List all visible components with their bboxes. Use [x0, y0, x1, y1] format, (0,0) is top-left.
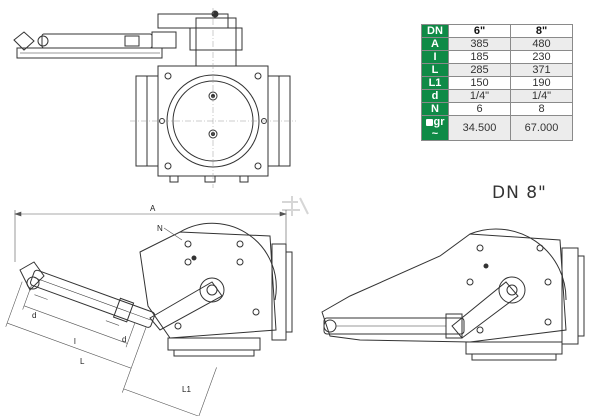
top-view-clevis-pin	[37, 35, 49, 47]
dim-label-d-bottom: d	[122, 335, 126, 344]
spec-key-weight-label: gr ~	[431, 116, 445, 140]
side-left-flange-bottom	[167, 337, 261, 351]
dimension-line-L	[7, 322, 132, 369]
spec-value: 185	[448, 50, 511, 64]
spec-row-L: L 285 371	[421, 63, 573, 77]
dim-label-d-top: d	[32, 311, 36, 320]
spec-header-6in: 6"	[448, 24, 511, 38]
spec-value: 190	[510, 76, 573, 90]
spec-key: d	[421, 89, 449, 103]
side-right-flange-bottom	[465, 341, 563, 355]
spec-key: N	[421, 102, 449, 116]
spec-header-8in: 8"	[510, 24, 573, 38]
spec-table: DN 6" 8" A 385 480 I 185 230 L 285 371 L…	[421, 24, 573, 141]
dimension-lines	[5, 210, 287, 416]
spec-row-A: A 385 480	[421, 37, 573, 51]
side-view-left	[19, 222, 293, 357]
top-view	[13, 8, 296, 188]
spec-row-L1: L1 150 190	[421, 76, 573, 90]
weight-icon	[425, 119, 433, 126]
side-right-pivot	[498, 276, 526, 304]
spec-value: 67.000	[510, 115, 573, 141]
spec-value: 285	[448, 63, 511, 77]
dimension-line-l	[23, 305, 128, 344]
side-view-right	[321, 228, 585, 361]
side-left-body	[139, 231, 277, 339]
side-right-clevis	[323, 319, 337, 333]
spec-key: A	[421, 37, 449, 51]
spec-key-weight: gr ~	[421, 115, 449, 141]
spec-value: 230	[510, 50, 573, 64]
dim-label-L1: L1	[182, 385, 191, 394]
dim-label-L: L	[80, 357, 85, 366]
spec-row-I: I 185 230	[421, 50, 573, 64]
spec-key: L1	[421, 76, 449, 90]
spec-row-weight: gr ~ 34.500 67.000	[421, 115, 573, 141]
dim-label-A: A	[150, 204, 156, 213]
spec-key: I	[421, 50, 449, 64]
side-right-flange-right	[561, 247, 579, 345]
watermark-logo	[282, 196, 309, 216]
spec-row-N: N 6 8	[421, 102, 573, 116]
spec-value: 1/4"	[448, 89, 511, 103]
dim-label-N: N	[157, 224, 163, 233]
spec-table-header: DN 6" 8"	[421, 24, 573, 38]
spec-value: 8	[510, 102, 573, 116]
spec-header-dn: DN	[421, 24, 449, 38]
side-left-lever	[149, 281, 223, 331]
spec-value: 1/4"	[510, 89, 573, 103]
side-right-lever	[451, 281, 519, 339]
side-left-pivot	[199, 277, 225, 303]
top-view-hub	[195, 17, 237, 67]
spec-value: 150	[448, 76, 511, 90]
dimension-line-L1	[123, 388, 199, 416]
spec-value: 6	[448, 102, 511, 116]
dimension-texts: A N d l L d L1	[32, 204, 191, 394]
top-view-clevis	[13, 31, 35, 51]
dimension-leader-N	[163, 227, 183, 241]
spec-value: 34.500	[448, 115, 511, 141]
side-left-flange-right	[271, 243, 287, 341]
dim-label-l: l	[74, 337, 76, 346]
dn-size-label: DN 8"	[492, 183, 547, 203]
spec-row-d: d 1/4" 1/4"	[421, 89, 573, 103]
spec-value: 480	[510, 37, 573, 51]
top-view-cylinder-rod-end	[124, 35, 140, 47]
side-right-body	[321, 233, 567, 343]
spec-value: 385	[448, 37, 511, 51]
spec-key: L	[421, 63, 449, 77]
spec-value: 371	[510, 63, 573, 77]
